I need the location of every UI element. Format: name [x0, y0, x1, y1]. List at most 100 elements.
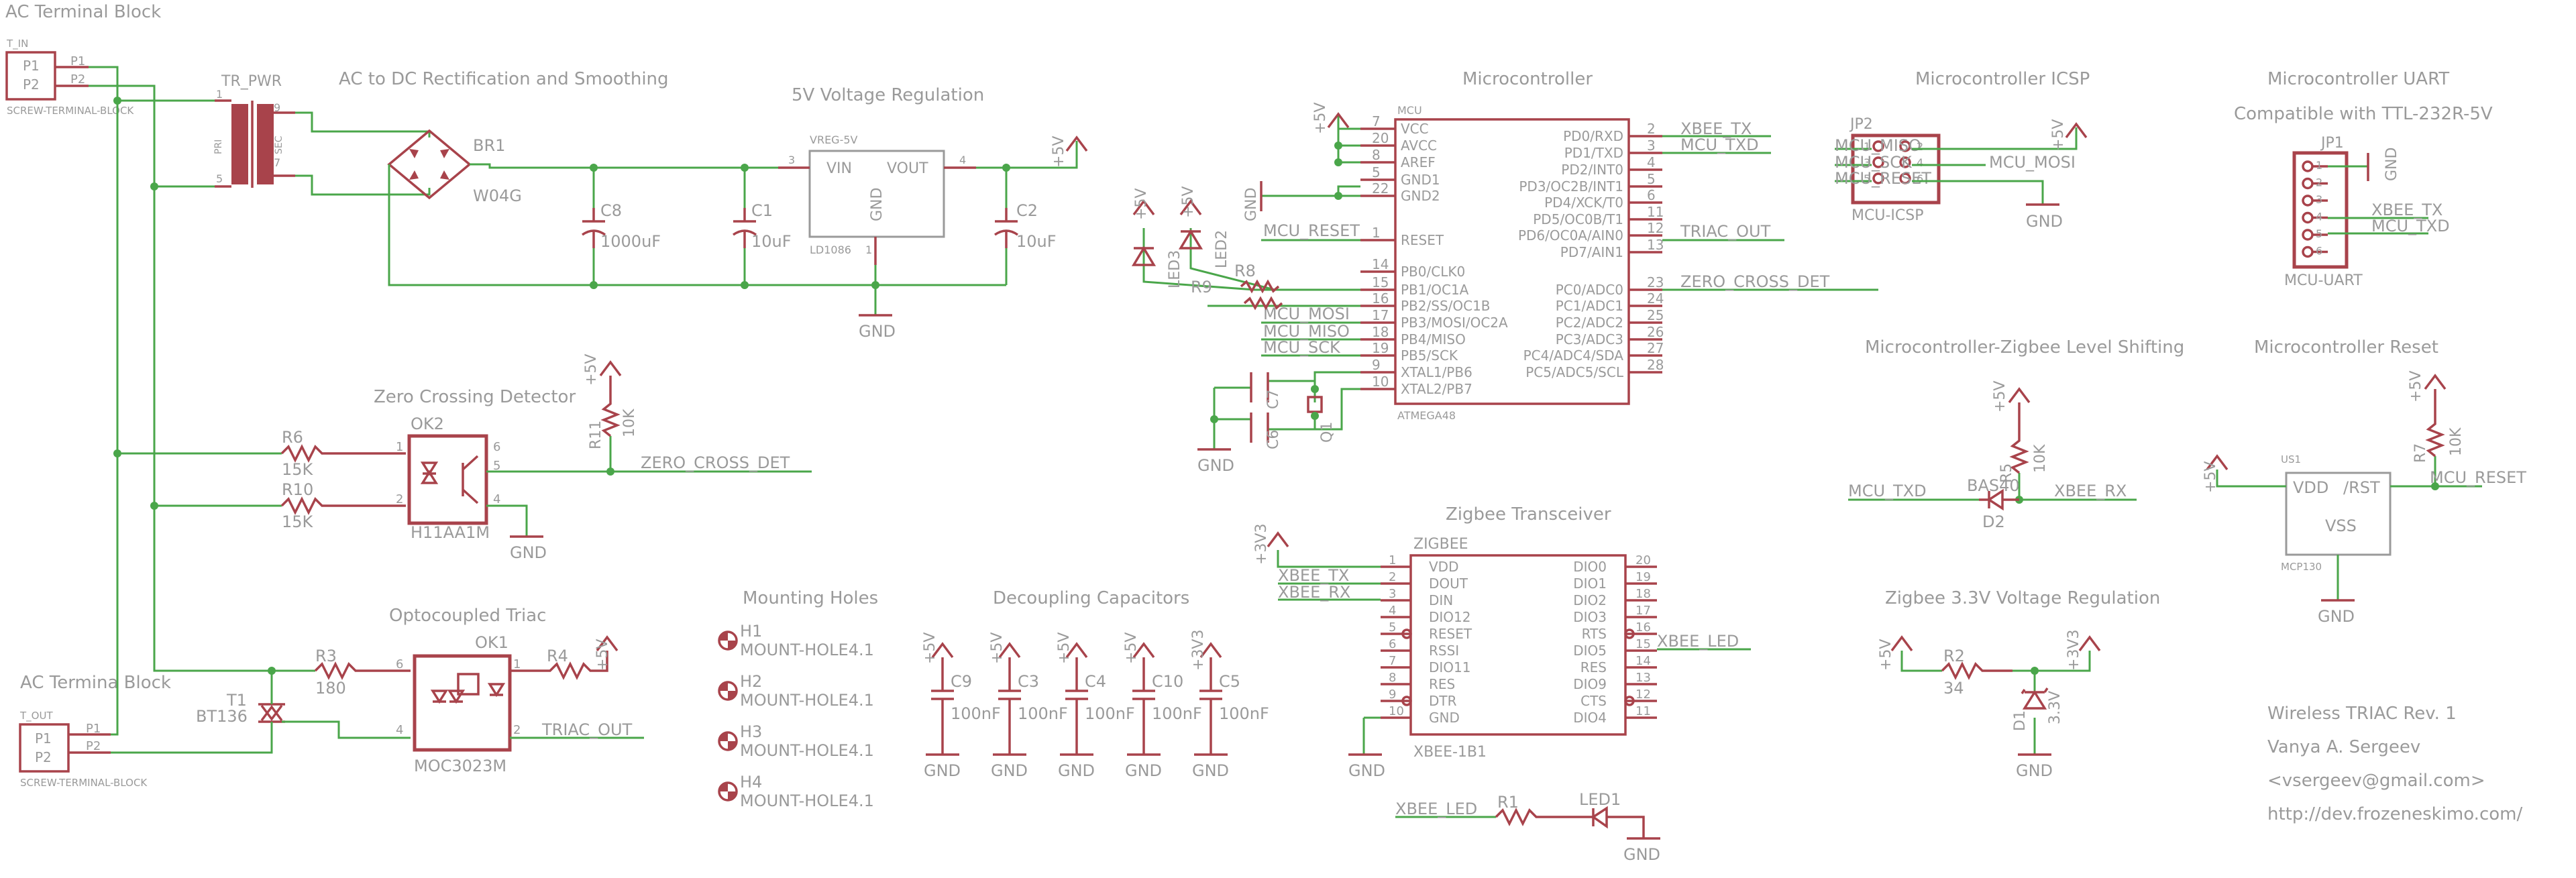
net-mcu-txd: MCU_TXD — [1680, 135, 1759, 154]
net-triac-out-mcu: TRIAC_OUT — [1680, 222, 1771, 241]
tb-line3: <vsergeev@gmail.com> — [2267, 771, 2485, 791]
mcu-pin-num: 9 — [1372, 357, 1381, 373]
mcu-pin-num: 13 — [1647, 237, 1664, 253]
mcu-pin-num: 25 — [1647, 307, 1664, 323]
vreg-part: LD1086 — [810, 243, 851, 256]
r7-value: 10K — [2448, 427, 2465, 456]
zig-pin-num: 2 — [1389, 570, 1396, 584]
zig-pin-num: 1 — [1389, 553, 1396, 567]
icsp-p2: 2 — [1917, 140, 1923, 153]
mcu-pin-num: 4 — [1647, 154, 1656, 170]
zig-3v3: +3V3 — [1253, 524, 1289, 565]
crystal-gnd: GND — [1197, 448, 1234, 475]
decoup-gnd-label: GND — [991, 761, 1028, 780]
hole-value: MOUNT-HOLE4.1 — [740, 641, 874, 659]
mcu-gnd-net — [1261, 185, 1360, 197]
us1-part: MCP130 — [2281, 561, 2322, 573]
c1-value: 10uF — [751, 232, 792, 251]
zig-pin-name: DIO9 — [1573, 676, 1607, 692]
uart-gnd-label: GND — [2383, 148, 2400, 181]
tr-ref: TR_PWR — [221, 73, 282, 90]
vreg-p4: 4 — [959, 154, 966, 166]
r5-value: 10K — [2032, 444, 2049, 473]
net-mcu-reset: MCU_RESET — [1263, 221, 1360, 240]
uart-pin-num: 5 — [2316, 227, 2322, 240]
r2-ref: R2 — [1943, 647, 1965, 665]
r5-ref: R5 — [1998, 463, 2015, 483]
d2-name: BAS40 — [1967, 476, 2020, 495]
level-shift: MCU_TXD XBEE_RX BAS40 D2 R5 10K +5V — [1848, 381, 2137, 531]
uart-nets — [2328, 165, 2428, 235]
decoup-cap-ref: C3 — [1018, 672, 1039, 691]
c7-ref: C7 — [1265, 390, 1282, 409]
r1-ref: R1 — [1497, 793, 1519, 812]
r11-5v: +5V — [583, 354, 600, 386]
title-rectification: AC to DC Rectification and Smoothing — [339, 69, 669, 89]
zig-pin-name: CTS — [1580, 693, 1607, 709]
icsp-value: MCU-ICSP — [1851, 207, 1923, 224]
title-ac-in: AC Terminal Block — [5, 2, 161, 22]
title-icsp: Microcontroller ICSP — [1915, 69, 2090, 89]
zig-pin-num: 12 — [1635, 688, 1651, 702]
tr-sec-bot — [295, 174, 431, 196]
mcu-pin-num: 19 — [1372, 340, 1389, 356]
mcu-pin-name: PB5/SCK — [1401, 347, 1458, 364]
r3: R3 180 — [272, 647, 411, 698]
terminal-block-in: T_IN P1 P2 P1 P2 SCREW-TERMINAL-BLOCK — [5, 38, 134, 117]
vreg-gnd: GND — [869, 188, 885, 221]
net-mosi-icsp: MCU_MOSI — [1989, 153, 2076, 172]
mcu-pin-name: PB2/SS/OC1B — [1401, 298, 1491, 314]
mcu-pin-num: 2 — [1647, 121, 1656, 137]
r11: +5V R11 10K — [583, 354, 638, 449]
tout-p2: P2 — [35, 749, 52, 765]
decoup-cap-ref: C4 — [1085, 672, 1106, 691]
zig-pin-name: DIO0 — [1573, 559, 1607, 575]
opto-ok1: OK1 6 4 1 2 MOC3023M — [396, 633, 521, 775]
cap-c1: C1 10uF — [732, 201, 792, 251]
zig-pin-num: 15 — [1635, 637, 1651, 651]
net-mcu-reset-sup: MCU_RESET — [2430, 468, 2526, 487]
mcu-pin-name: AREF — [1401, 154, 1436, 170]
r7-5v: +5V — [2408, 371, 2424, 402]
zig-pin-name: DIO2 — [1573, 592, 1607, 608]
mcu-gnd-label: GND — [1243, 188, 1260, 221]
tb-line1: Wireless TRIAC Rev. 1 — [2267, 704, 2457, 724]
ac-line-1-down — [111, 456, 119, 736]
icsp-p5: 5 — [1864, 172, 1870, 185]
net-sck-mcu: MCU_SCK — [1263, 338, 1341, 357]
net-mcu-txd-uart: MCU_TXD — [2371, 217, 2450, 235]
icsp-gnd-label: GND — [2026, 212, 2063, 231]
d2-ref: D2 — [1982, 512, 2005, 531]
icsp-p4: 4 — [1917, 156, 1923, 169]
mcu-pin-name: PD7/AIN1 — [1560, 244, 1623, 260]
mcu-pin-name: AVCC — [1401, 138, 1437, 154]
mcu-pin-name: PD4/XCK/T0 — [1544, 195, 1623, 211]
vreg-p1: 1 — [865, 243, 872, 256]
decoup-gnd-label: GND — [1058, 761, 1095, 780]
mcu-part: ATMEGA48 — [1397, 409, 1456, 422]
ok2-p6: 6 — [493, 440, 500, 454]
zig-pin-num: 9 — [1389, 688, 1396, 702]
mcu-pin-num: 24 — [1647, 290, 1664, 307]
net-sck-icsp: MCU_SCK — [1835, 153, 1913, 172]
vreg-gnd-label: GND — [859, 322, 896, 341]
zigbee-name: ZIGBEE — [1413, 536, 1468, 553]
uart-pin-num: 2 — [2316, 176, 2322, 189]
q1-ref: Q1 — [1319, 422, 1336, 443]
us1-vdd: VDD — [2293, 478, 2328, 497]
mcu-pin-num: 11 — [1647, 204, 1664, 220]
icsp-p1: 1 — [1864, 140, 1870, 153]
zig-pin-name: RESET — [1429, 626, 1472, 642]
ok2-p5: 5 — [493, 459, 500, 473]
t1-value: BT136 — [196, 707, 248, 726]
title-uart-sub: Compatible with TTL-232R-5V — [2234, 104, 2493, 124]
zig-pin-num: 18 — [1635, 587, 1651, 601]
ok1-ref: OK1 — [475, 633, 508, 652]
c6-ref: C6 — [1265, 430, 1282, 449]
net-xbee-rx-shift: XBEE_RX — [2054, 482, 2127, 500]
ok1-value: MOC3023M — [414, 757, 506, 775]
title-holes: Mounting Holes — [743, 588, 878, 608]
terminal-block-out: T_OUT P1 P2 P1 P2 SCREW-TERMINAL-BLOCK — [19, 710, 148, 789]
